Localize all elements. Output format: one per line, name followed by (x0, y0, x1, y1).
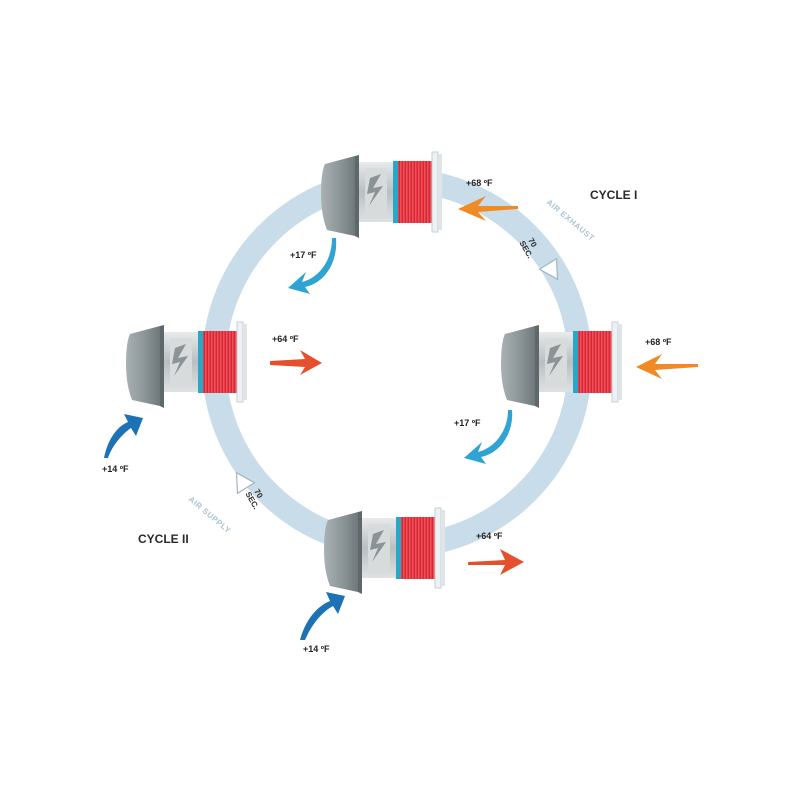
cool-air-out-arrow (288, 238, 337, 294)
temp-label-top-outdoor: +17 ºF (290, 250, 317, 260)
temp-label-bottom-outdoor: +14 ºF (303, 644, 330, 654)
temp-label-right-indoor: +68 ºF (645, 337, 672, 347)
warm-air-in-arrow (458, 196, 518, 221)
temp-label-bottom-indoor: +64 ºF (476, 531, 503, 541)
warm-air-out-arrow (270, 350, 322, 375)
ventilation-unit-icon (323, 507, 446, 595)
air-exhaust-label: AIR EXHAUST (545, 198, 597, 243)
temp-label-left-indoor: +64 ºF (272, 334, 299, 344)
temp-label-top-indoor: +68 ºF (466, 178, 493, 188)
temp-label-left-outdoor: +14 ºF (102, 464, 129, 474)
temp-label-right-outdoor: +17 ºF (454, 418, 481, 428)
cool-air-out-arrow (464, 410, 513, 464)
cold-air-in-arrow (104, 414, 143, 458)
ventilation-unit-icon (500, 321, 623, 409)
ventilation-unit-icon (320, 151, 443, 239)
air-supply-label: AIR SUPPLY (187, 495, 233, 536)
cycle-one-label: CYCLE I (590, 188, 637, 202)
cold-air-in-arrow (300, 592, 345, 640)
warm-air-out-arrow (468, 549, 524, 575)
cycle-two-label: CYCLE II (138, 532, 189, 546)
warm-air-in-arrow (636, 354, 698, 379)
